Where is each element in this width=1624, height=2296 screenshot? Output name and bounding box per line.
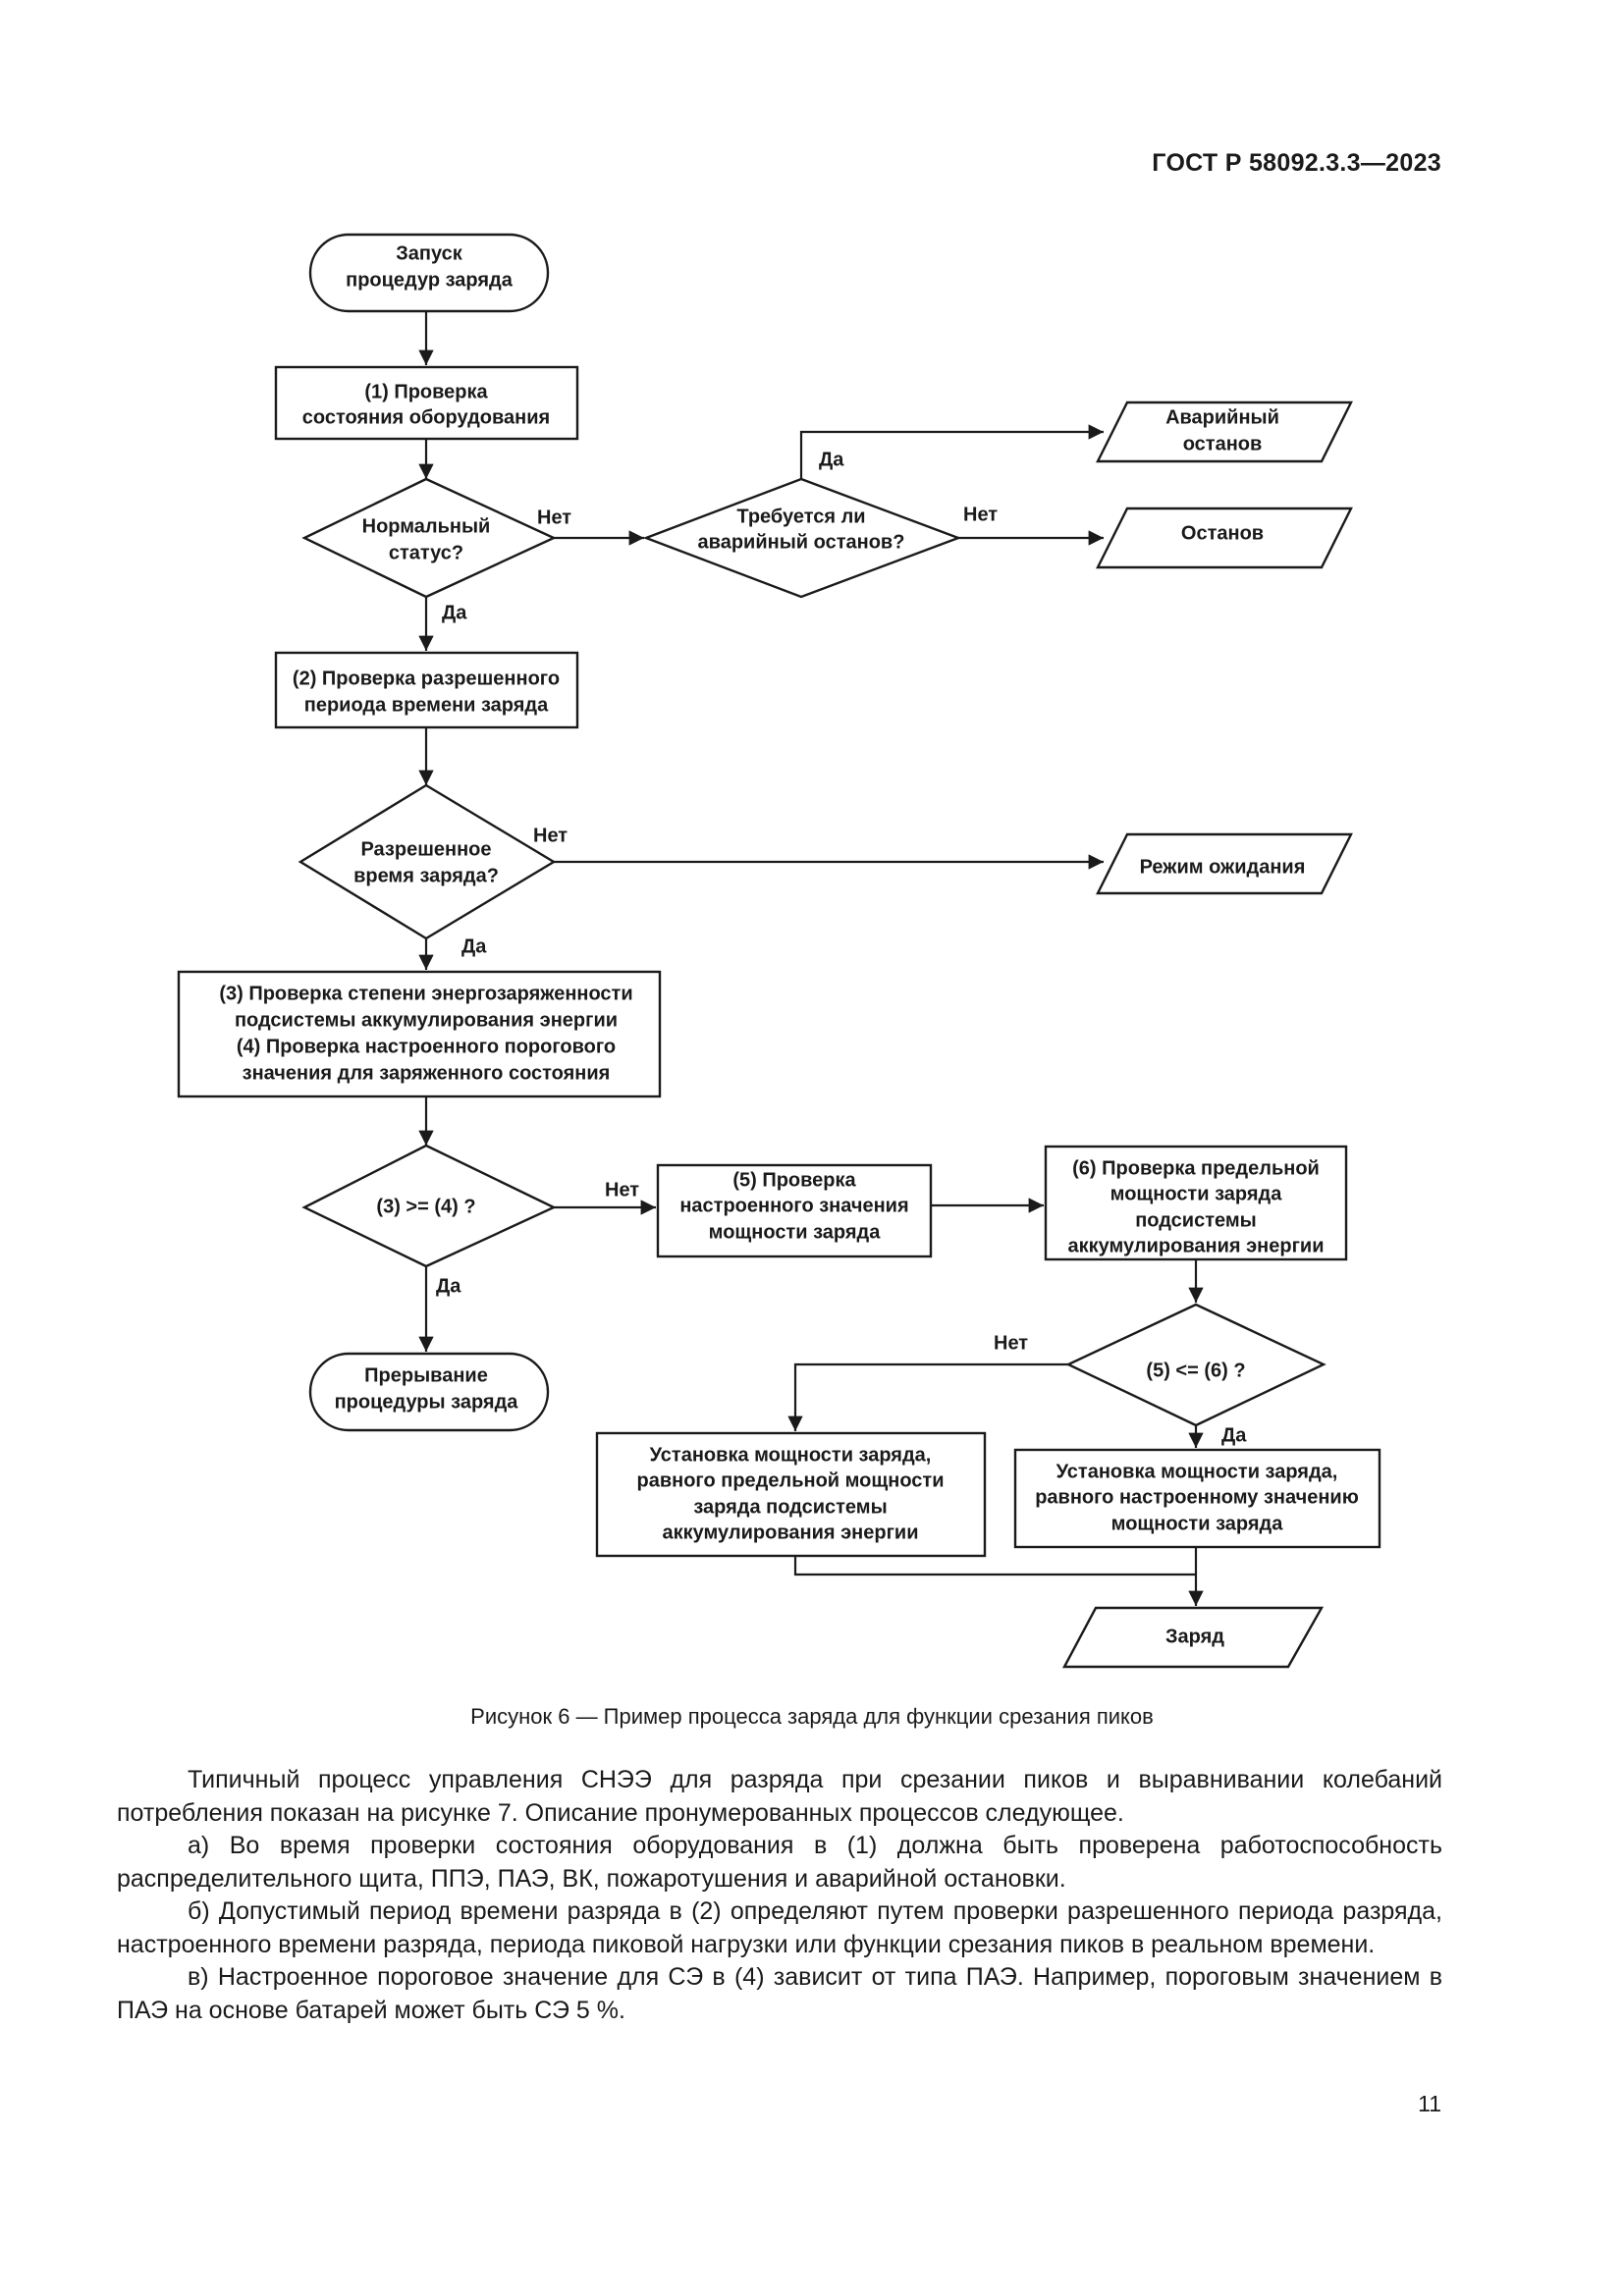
decision-allowed-time: Разрешенное время заряда?	[298, 783, 557, 940]
process-step-2: (2) Проверка разрешенного периода времен…	[274, 651, 579, 729]
process-step-5-line: мощности заряда	[709, 1221, 882, 1243]
process-step-3-4-line: (3) Проверка степени энергозаряженности	[219, 983, 632, 1004]
process-step-3-4-line: значения для заряженного состояния	[243, 1062, 611, 1084]
end-abort-terminal-line: Прерывание	[364, 1364, 488, 1386]
page-number: 11	[1418, 2091, 1441, 2116]
process-step-5-line: настроенного значения	[679, 1195, 908, 1216]
process-set-limit-power-line: заряда подсистемы	[693, 1496, 887, 1518]
process-step-6-line: мощности заряда	[1110, 1183, 1283, 1204]
body-text: Типичный процесс управления СНЭЭ для раз…	[117, 1764, 1442, 2027]
process-set-limit-power-line: аккумулирования энергии	[663, 1522, 919, 1543]
process-set-configured-power-line: Установка мощности заряда,	[1056, 1461, 1338, 1482]
output-charge: Заряд	[1062, 1606, 1325, 1669]
charge-process-flowchart: Запуск процедур заряда (1) Проверка сост…	[177, 233, 1381, 1669]
process-step-6-line: подсистемы	[1135, 1209, 1257, 1231]
process-set-configured-power: Установка мощности заряда, равного настр…	[1013, 1448, 1381, 1549]
process-set-configured-power-line: мощности заряда	[1111, 1513, 1284, 1534]
output-emergency-stop: Аварийный останов	[1096, 400, 1353, 463]
process-step-6: (6) Проверка предельной мощности заряда …	[1044, 1145, 1348, 1261]
process-step-1-line: (1) Проверка	[364, 381, 488, 402]
decision-allowed-time-line: Разрешенное	[360, 838, 491, 860]
flowchart-connectors	[418, 311, 1204, 1606]
process-set-configured-power-line: равного настроенному значению	[1035, 1486, 1359, 1508]
process-set-limit-power-line: равного предельной мощности	[636, 1469, 944, 1491]
start-terminal-line: процедур заряда	[346, 269, 514, 291]
process-step-5-line: (5) Проверка	[732, 1169, 856, 1191]
decision-emergency-stop: Требуется ли аварийный останов?	[642, 477, 962, 599]
end-abort-terminal: Прерывание процедуры заряда	[308, 1352, 550, 1432]
branch-label-yes: Да	[461, 935, 487, 957]
branch-label-yes: Да	[819, 449, 844, 470]
branch-label-yes: Да	[436, 1275, 461, 1297]
process-step-2-line: периода времени заряда	[304, 694, 549, 716]
output-standby: Режим ожидания	[1096, 832, 1353, 895]
body-list-item: в) Настроенное пороговое значение для СЭ…	[117, 1963, 1442, 2024]
start-terminal-line: Запуск	[396, 242, 462, 264]
decision-normal-status: Нормальный статус?	[301, 477, 557, 599]
process-step-6-line: аккумулирования энергии	[1068, 1235, 1325, 1256]
process-step-1-line: состояния оборудования	[302, 406, 550, 428]
branch-label-yes: Да	[1221, 1424, 1247, 1446]
decision-5-le-6: (5) <= (6) ?	[1065, 1303, 1326, 1427]
start-terminal: Запуск процедур заряда	[308, 233, 550, 313]
output-emergency-stop-line: Аварийный	[1165, 406, 1279, 428]
decision-5-le-6-line: (5) <= (6) ?	[1146, 1360, 1245, 1381]
output-standby-line: Режим ожидания	[1140, 856, 1306, 878]
process-step-5: (5) Проверка настроенного значения мощно…	[656, 1163, 933, 1258]
decision-allowed-time-line: время заряда?	[353, 865, 499, 886]
process-step-2-line: (2) Проверка разрешенного	[293, 667, 560, 689]
body-intro-paragraph: Типичный процесс управления СНЭЭ для раз…	[117, 1766, 1442, 1827]
figure-caption: Рисунок 6 — Пример процесса заряда для ф…	[470, 1704, 1154, 1729]
branch-label-no: Нет	[537, 507, 571, 528]
decision-normal-status-line: Нормальный	[362, 515, 491, 537]
decision-normal-status-line: статус?	[389, 542, 463, 563]
decision-emergency-stop-line: аварийный останов?	[698, 531, 905, 553]
process-step-3-4-line: (4) Проверка настроенного порогового	[237, 1036, 616, 1057]
process-step-1: (1) Проверка состояния оборудования	[274, 365, 579, 441]
output-stop: Останов	[1096, 507, 1353, 569]
body-list-item: а) Во время проверки состояния оборудова…	[117, 1832, 1442, 1893]
process-step-3-4-line: подсистемы аккумулирования энергии	[235, 1009, 618, 1031]
decision-3-ge-4-line: (3) >= (4) ?	[376, 1196, 475, 1217]
process-set-limit-power: Установка мощности заряда, равного преде…	[595, 1431, 987, 1558]
branch-label-no: Нет	[605, 1179, 639, 1201]
branch-label-no: Нет	[963, 504, 998, 525]
process-step-3-4: (3) Проверка степени энергозаряженности …	[177, 970, 662, 1098]
end-abort-terminal-line: процедуры заряда	[335, 1391, 519, 1413]
decision-emergency-stop-line: Требуется ли	[736, 506, 865, 527]
decision-3-ge-4: (3) >= (4) ?	[301, 1144, 557, 1268]
body-list-item: б) Допустимый период времени разряда в (…	[117, 1897, 1442, 1958]
output-emergency-stop-line: останов	[1183, 433, 1263, 454]
branch-label-no: Нет	[994, 1332, 1028, 1354]
process-step-6-line: (6) Проверка предельной	[1072, 1157, 1320, 1179]
process-set-limit-power-line: Установка мощности заряда,	[650, 1444, 932, 1466]
output-charge-line: Заряд	[1165, 1626, 1224, 1647]
branch-labels: Нет Нет Да Да Нет Да Нет Да Нет Да	[436, 449, 1247, 1446]
document-code-header: ГОСТ Р 58092.3.3—2023	[1152, 149, 1441, 177]
output-stop-line: Останов	[1181, 522, 1264, 544]
branch-label-yes: Да	[442, 602, 467, 623]
branch-label-no: Нет	[533, 825, 568, 846]
